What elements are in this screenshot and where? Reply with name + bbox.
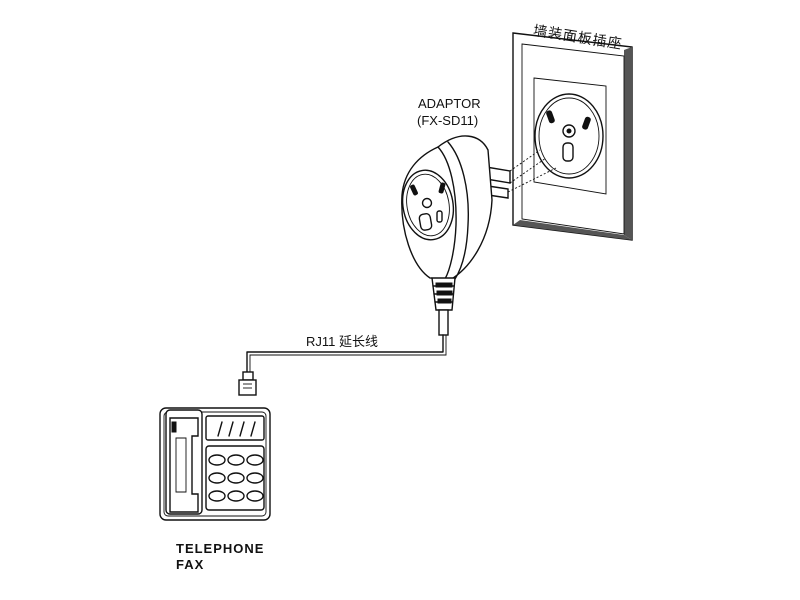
wall-panel-socket bbox=[512, 32, 633, 241]
cable-label: RJ11 延长线 bbox=[306, 334, 378, 349]
adaptor-plug-prongs bbox=[485, 149, 557, 199]
device-label-fax: FAX bbox=[176, 557, 205, 572]
rj11-cable bbox=[246, 334, 447, 373]
adaptor-body bbox=[401, 135, 493, 336]
telephone-fax-device bbox=[159, 407, 271, 521]
adaptor-model-label: (FX-SD11) bbox=[417, 113, 479, 128]
device-label-telephone: TELEPHONE bbox=[176, 541, 265, 556]
rj11-connector bbox=[238, 371, 257, 396]
adaptor-label: ADAPTOR bbox=[418, 96, 481, 111]
